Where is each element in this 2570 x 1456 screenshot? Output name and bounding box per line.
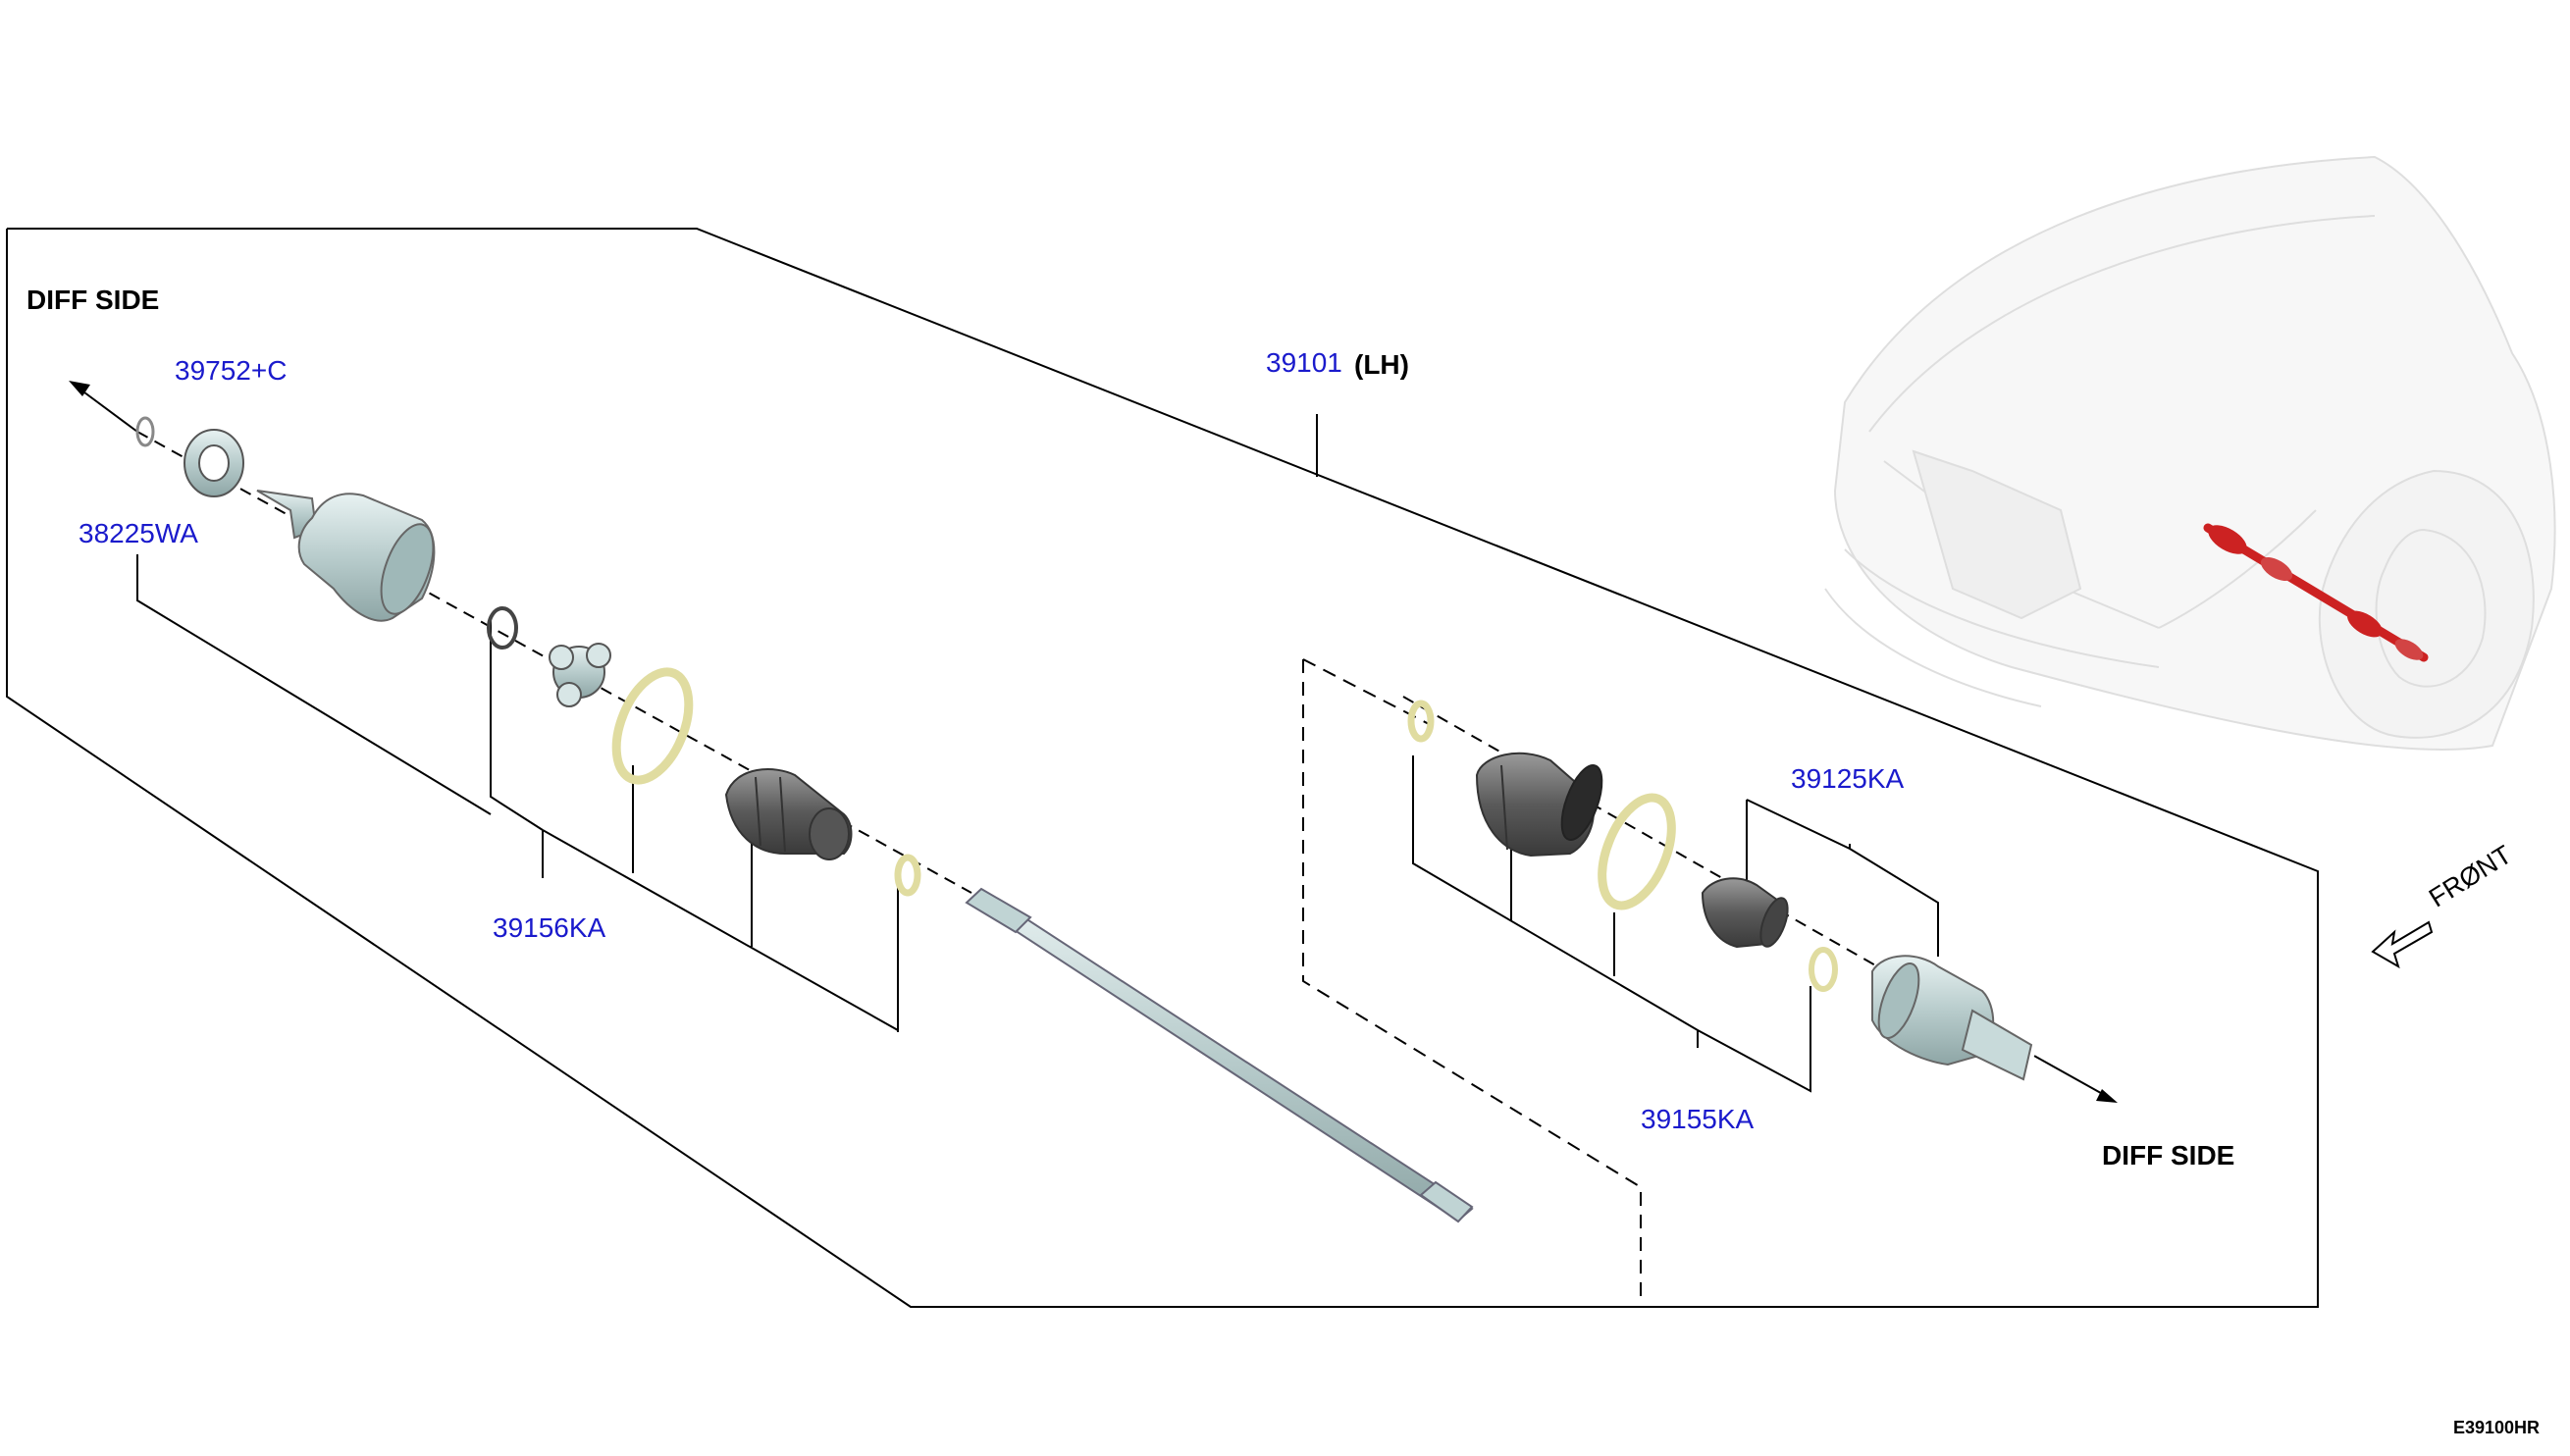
diff-side-label-right: DIFF SIDE — [2102, 1140, 2235, 1170]
component-snap-ring-outer — [1809, 947, 1838, 992]
component-oil-seal — [184, 429, 244, 497]
part-number-39752[interactable]: 39752+C — [175, 355, 288, 386]
component-inner-joint-housing — [256, 490, 436, 622]
leader-lines — [76, 386, 2109, 1098]
component-shaft — [965, 887, 1474, 1223]
front-arrow-icon — [2371, 920, 2434, 969]
part-number-38225[interactable]: 38225WA — [79, 518, 198, 548]
component-snap-ring-small — [135, 416, 155, 447]
component-spider-assembly — [549, 643, 611, 707]
part-number-39156[interactable]: 39156KA — [493, 912, 606, 943]
arrow-heads — [69, 381, 2118, 1103]
component-boot-band-large-outer — [1598, 793, 1676, 910]
assembly-frame — [6, 228, 2319, 1308]
component-inner-boot — [724, 768, 853, 860]
component-boot-band-large — [611, 667, 694, 785]
highlighted-drive-shaft — [2203, 523, 2429, 662]
part-number-39125[interactable]: 39125KA — [1791, 763, 1905, 794]
vehicle-illustration — [1824, 155, 2556, 751]
component-boot-band-small — [894, 854, 921, 897]
part-number-39155[interactable]: 39155KA — [1641, 1104, 1755, 1134]
assembly-side-label: (LH) — [1354, 349, 1409, 380]
component-outer-boot — [1475, 752, 1603, 858]
diagram-code: E39100HR — [2453, 1418, 2541, 1437]
component-boot-band-small-outer — [1407, 700, 1435, 743]
component-circlip — [487, 606, 518, 650]
diff-side-label-left: DIFF SIDE — [26, 285, 160, 315]
part-number-39101[interactable]: 39101 — [1266, 347, 1342, 378]
component-dynamic-damper — [1701, 877, 1789, 949]
component-outer-joint — [1871, 955, 2033, 1081]
